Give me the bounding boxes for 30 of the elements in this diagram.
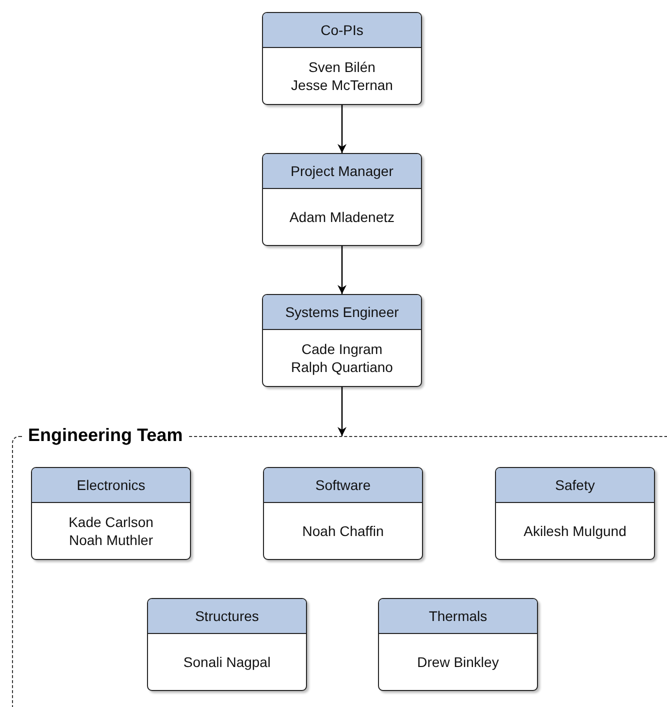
role-card (262, 12, 422, 105)
role-card (262, 294, 422, 387)
member-name: Kade Carlson (68, 513, 154, 531)
member-name: Noah Muthler (68, 531, 154, 549)
member-name: Sonali Nagpal (183, 653, 271, 671)
role-card (262, 153, 422, 246)
role-card (378, 598, 538, 691)
arrow (338, 105, 346, 153)
member-name: Akilesh Mulgund (524, 522, 626, 540)
role-header: Co-PIs (263, 13, 421, 48)
role-header: Structures (148, 599, 306, 634)
arrow (338, 387, 346, 436)
role-header: Systems Engineer (263, 295, 421, 330)
role-header: Software (264, 468, 422, 503)
member-name: Cade Ingram (302, 340, 382, 358)
role-card (31, 467, 191, 560)
role-card (495, 467, 655, 560)
role-header: Electronics (32, 468, 190, 503)
member-name: Ralph Quartiano (291, 358, 393, 376)
member-name: Sven Bilén (308, 58, 376, 76)
member-name: Jesse McTernan (291, 76, 393, 94)
role-card (263, 467, 423, 560)
role-header: Thermals (379, 599, 537, 634)
role-header: Project Manager (263, 154, 421, 189)
member-name: Adam Mladenetz (289, 208, 395, 226)
role-header: Safety (496, 468, 654, 503)
role-card (147, 598, 307, 691)
member-name: Noah Chaffin (302, 522, 384, 540)
arrow (338, 246, 346, 294)
member-name: Drew Binkley (417, 653, 499, 671)
